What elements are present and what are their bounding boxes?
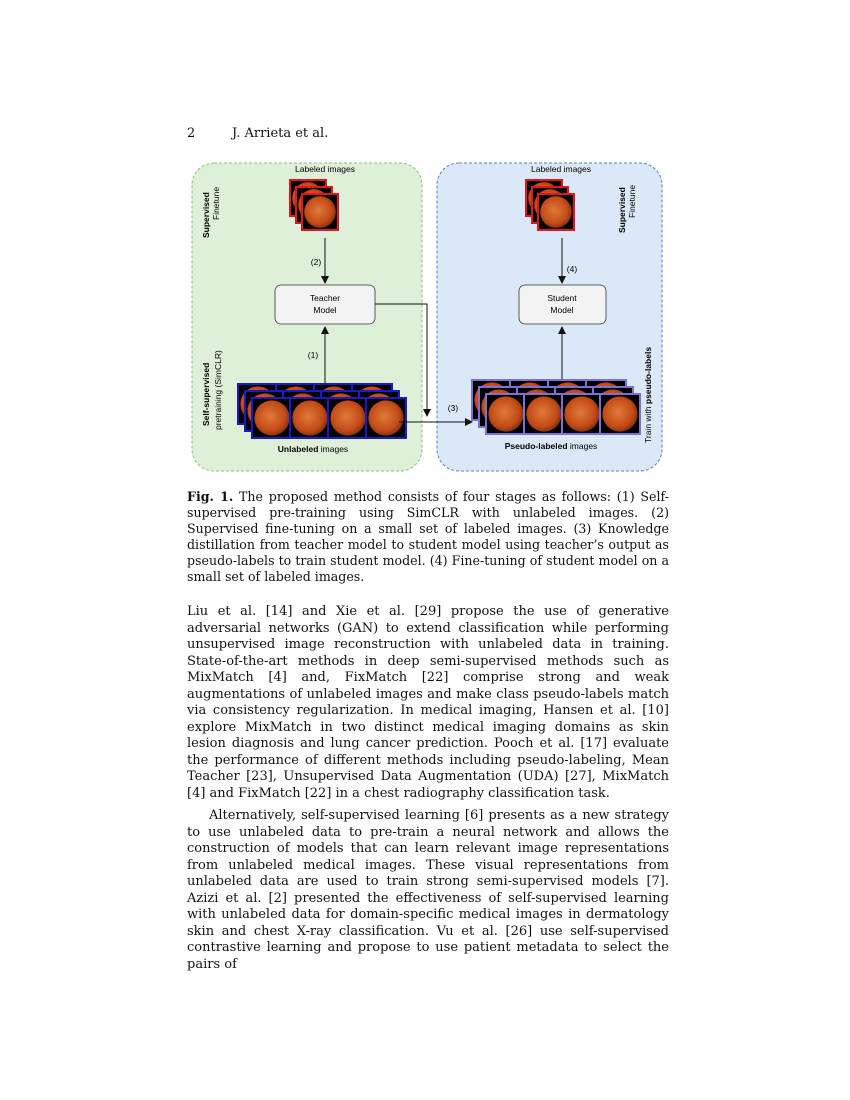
pseudo-labeled-image-stack [471,379,641,435]
running-header: 2 J. Arrieta et al. [187,126,328,141]
unlabeled-image-stack [237,383,407,439]
figure-caption: Fig. 1. The proposed method consists of … [187,489,669,586]
body-text: Liu et al. [14] and Xie et al. [29] prop… [187,604,669,973]
paragraph-2: Alternatively, self-supervised learning … [187,808,669,972]
fundus-image [564,396,600,432]
paragraph-1: Liu et al. [14] and Xie et al. [29] prop… [187,604,669,801]
left-labeled-images-label: Labeled images [295,164,355,174]
caption-text: The proposed method consists of four sta… [187,489,669,585]
method-figure: Labeled images Supervised Finetune Self-… [191,162,663,472]
left-labeled-image-stack [289,179,339,231]
step-1-label: (1) [308,350,319,360]
right-finetune-label: Finetune [627,185,637,218]
right-supervised-label: Supervised [617,187,627,233]
pseudo-labeled-images-label: Pseudo-labeled images [505,441,598,451]
teacher-model-line1: Teacher [310,293,340,303]
pretraining-simclr-label: pretraining (SimCLR) [213,350,223,430]
left-finetune-label: Finetune [211,187,221,220]
fundus-image [330,400,366,436]
left-supervised-label: Supervised [201,192,211,238]
fundus-image [292,400,328,436]
step-3-label: (3) [448,403,459,413]
fundus-image [304,196,336,228]
student-model-line2: Model [550,305,573,315]
step-4-label: (4) [567,264,578,274]
unlabeled-images-label: Unlabeled images [278,444,348,454]
student-model-line1: Student [547,293,577,303]
fundus-image [368,400,404,436]
teacher-to-pseudo-arrow [375,303,431,417]
step-2-label: (2) [311,257,322,267]
right-labeled-images-label: Labeled images [531,164,591,174]
self-supervised-label: Self-supervised [201,363,211,426]
fundus-image [602,396,638,432]
fundus-image [526,396,562,432]
fundus-image [254,400,290,436]
caption-label: Fig. 1. [187,489,234,504]
fundus-image [488,396,524,432]
student-model-box [518,284,607,325]
header-authors: J. Arrieta et al. [232,126,329,141]
fundus-image [540,196,572,228]
page-number: 2 [187,126,196,141]
right-labeled-image-stack [525,179,575,231]
teacher-model-line2: Model [313,305,336,315]
train-with-pseudo-labels-label: Train with pseudo-labels [643,347,653,443]
